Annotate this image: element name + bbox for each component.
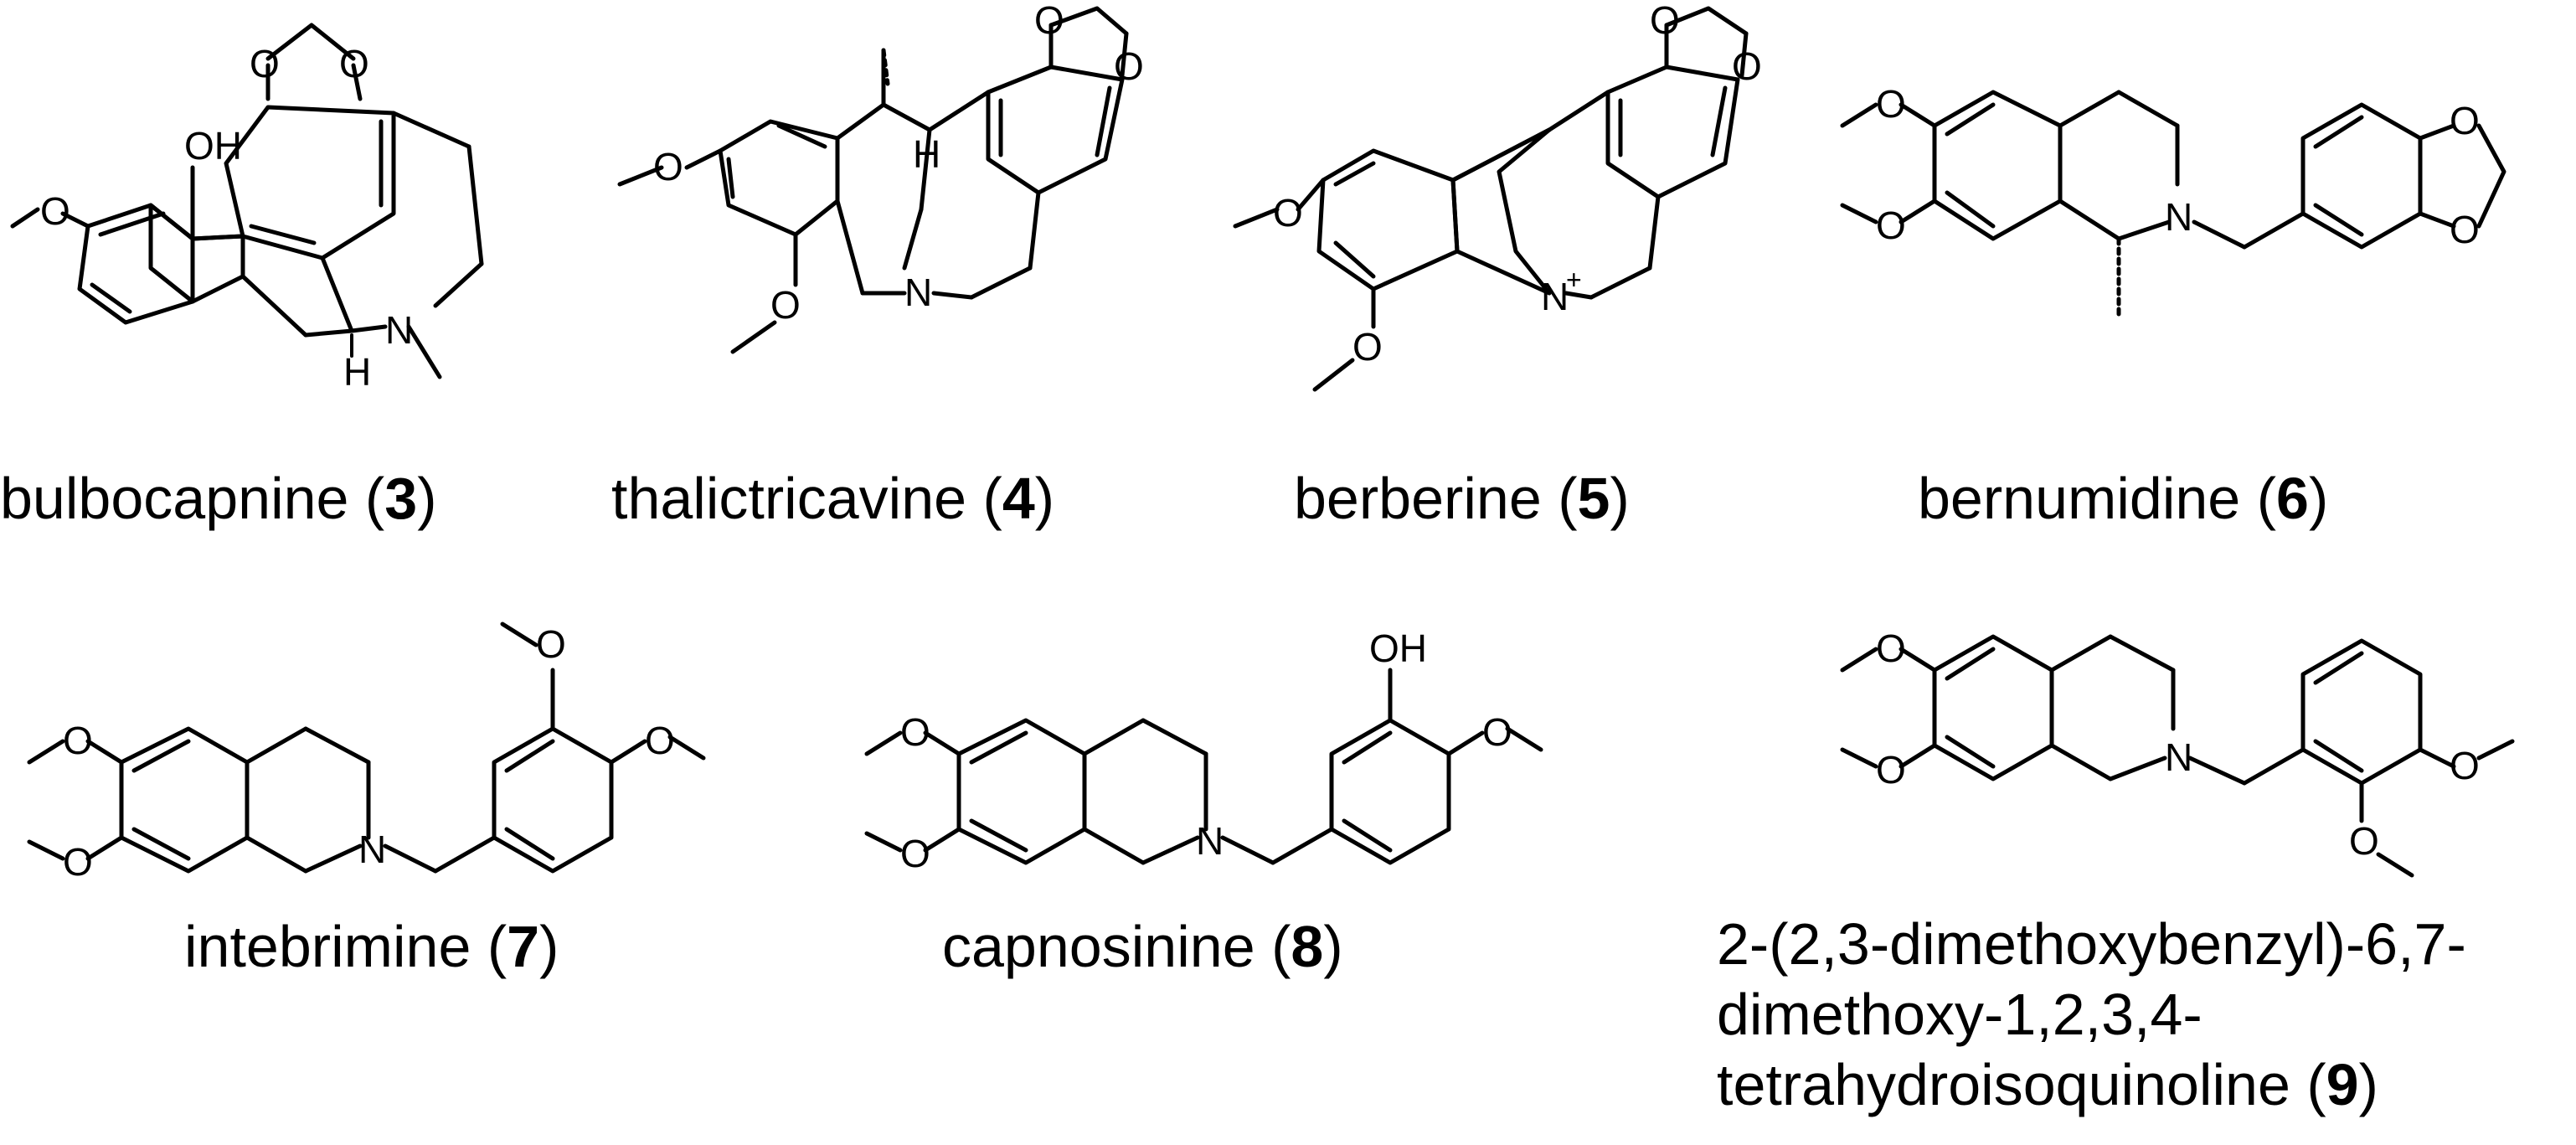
caption-capnosinine: capnosinine (8) [942, 914, 1343, 979]
compound-name: berberine [1294, 466, 1542, 531]
atom-label: O [536, 622, 566, 666]
caption-bernumidine: bernumidine (6) [1918, 466, 2329, 531]
structure-capnosinine: O O N OH O [864, 627, 1543, 875]
atom-label: O [1273, 191, 1303, 235]
compound-name: bulbocapnine [0, 466, 349, 531]
atom-label: O [1034, 0, 1064, 42]
atom-label: O [653, 145, 683, 188]
structure-intebrimine: O O N O O [27, 621, 706, 884]
atom-label: O [770, 283, 801, 327]
atom-label: N [904, 271, 932, 314]
atom-label: O [900, 832, 930, 875]
atom-label: N [2165, 735, 2192, 779]
compound-number: 4 [1002, 466, 1035, 531]
atom-label: O [63, 719, 93, 762]
atom-label: O [250, 42, 280, 85]
structure-berberine: O O N + O O [1233, 0, 1762, 392]
atom-label: H [343, 350, 371, 394]
atom-label: N [385, 308, 413, 352]
atom-label: O [1352, 325, 1383, 369]
caption-compound-9: 2-(2,3-dimethoxybenzyl)-6,7- dimethoxy-1… [1717, 909, 2466, 1120]
compound-number: 6 [2276, 466, 2309, 531]
caption-line: 2-(2,3-dimethoxybenzyl)-6,7- [1717, 911, 2466, 977]
caption-intebrimine: intebrimine (7) [184, 914, 559, 979]
compound-name: bernumidine [1918, 466, 2241, 531]
compound-number: 7 [507, 914, 540, 979]
caption-berberine: berberine (5) [1294, 466, 1630, 531]
atom-label: N [1541, 275, 1569, 318]
atom-label: O [1114, 44, 1144, 88]
compound-name: thalictricavine [611, 466, 967, 531]
atom-label: O [2349, 819, 2379, 863]
caption-thalictricavine: thalictricavine (4) [611, 466, 1055, 531]
atom-label: O [339, 42, 369, 85]
compound-number: 3 [384, 466, 418, 531]
atom-label: O [645, 719, 675, 762]
atom-label: O [1876, 748, 1906, 792]
caption-line: tetrahydroisoquinoline (9) [1717, 1052, 2378, 1117]
atom-label: + [1566, 265, 1582, 295]
atom-label: O [1876, 627, 1906, 670]
compound-name: capnosinine [942, 914, 1255, 979]
compound-number: 9 [2326, 1052, 2359, 1117]
atom-label: N [1196, 819, 1224, 863]
atom-label: O [40, 189, 70, 233]
atom-label: N [358, 828, 386, 871]
compound-number: 5 [1577, 466, 1610, 531]
compound-number: 8 [1291, 914, 1324, 979]
atom-label: O [1650, 0, 1680, 42]
atom-label: OH [184, 124, 242, 168]
atom-label: O [1482, 710, 1512, 754]
structure-thalictricavine: O O H N O O [617, 0, 1144, 354]
structure-compound-9: O O N O O [1840, 627, 2515, 878]
atom-label: N [2165, 195, 2192, 239]
atom-label: OH [1369, 627, 1427, 670]
structure-bulbocapnine: O O OH O N H [10, 23, 484, 394]
atom-label: O [900, 710, 930, 754]
atom-label: O [1876, 82, 1906, 126]
atom-label: H [913, 132, 940, 176]
atom-label: O [1876, 204, 1906, 247]
caption-bulbocapnine: bulbocapnine (3) [0, 466, 437, 531]
compound-name: intebrimine [184, 914, 471, 979]
atom-label: O [1732, 44, 1762, 88]
atom-label: O [2450, 208, 2480, 251]
caption-line: dimethoxy-1,2,3,4- [1717, 982, 2202, 1047]
structure-bernumidine: O O N O O [1840, 82, 2506, 317]
atom-label: O [2450, 744, 2480, 787]
atom-label: O [63, 840, 93, 884]
atom-label: O [2450, 99, 2480, 142]
